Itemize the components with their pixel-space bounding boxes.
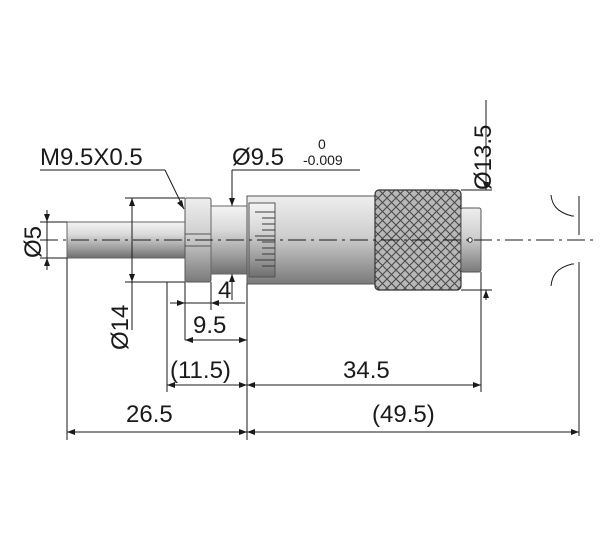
label-spindle-diameter: Ø5: [20, 226, 47, 258]
label-nut-width: 4: [218, 277, 231, 304]
dim-stem-diameter: [229, 169, 360, 300]
dim-thimble-diameter: [461, 100, 492, 300]
dim-row-4: [66, 258, 579, 440]
label-nut-diameter: Ø14: [107, 305, 134, 350]
dim-nut-width: [170, 282, 245, 340]
dim-spindle-diameter: [40, 210, 67, 270]
label-stem-tol-lower: -0.009: [303, 152, 343, 168]
dim-thread-leader: [40, 169, 185, 210]
label-thread: M9.5X0.5: [40, 144, 143, 171]
graduation-marks: [255, 211, 275, 267]
dim-row-3: [166, 272, 482, 392]
label-stem-diameter: Ø9.5: [232, 144, 284, 171]
label-spindle-length: 26.5: [126, 401, 173, 428]
label-mount-length: 9.5: [193, 312, 226, 339]
label-ref-length-2: (49.5): [372, 401, 435, 428]
break-marks: [550, 194, 580, 436]
label-stem-tol-upper: 0: [318, 136, 326, 152]
label-thimble-diameter: Ø13.5: [470, 125, 497, 190]
dim-mount-length: [185, 284, 248, 440]
label-ref-length-1: (11.5): [170, 357, 231, 384]
label-thimble-length: 34.5: [343, 357, 390, 384]
dim-nut-diameter: [125, 197, 185, 330]
